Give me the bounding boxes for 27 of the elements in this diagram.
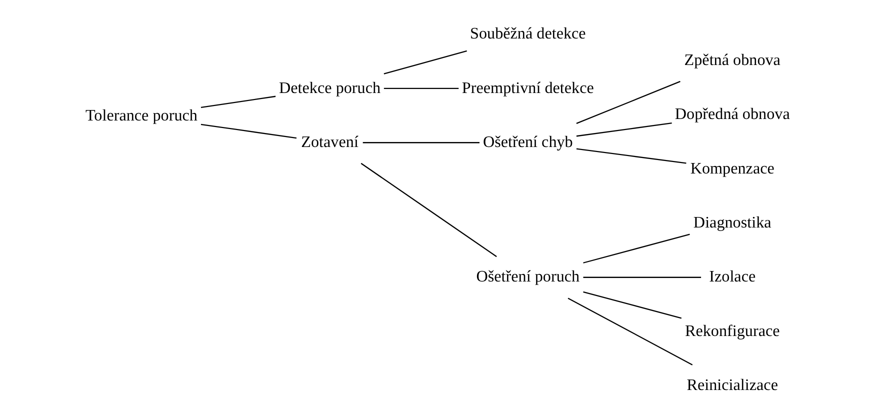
connector: [383, 87, 458, 89]
node-text: Detekce poruch: [278, 79, 380, 96]
connector: [567, 297, 692, 365]
node-text: Preemptivní detekce: [461, 79, 594, 96]
connector: [582, 290, 682, 318]
node-text: Izolace: [708, 268, 756, 286]
node-text: Dopředná obnova: [674, 106, 790, 123]
node-text: Rekonfigurace: [684, 322, 780, 340]
connector: [582, 233, 690, 263]
node-text: Diagnostika: [692, 214, 771, 232]
connector: [576, 122, 672, 136]
connector: [576, 80, 680, 124]
connector: [582, 276, 701, 278]
connector: [576, 148, 686, 164]
connector: [360, 162, 496, 257]
connector: [362, 142, 479, 143]
connector: [383, 50, 466, 74]
node-text: Kompenzace: [690, 160, 774, 177]
node-text: Zotavení: [300, 133, 358, 150]
connector: [200, 123, 296, 138]
node-text: Reinicializace: [686, 376, 778, 394]
node-text: Zpětná obnova: [684, 52, 780, 69]
node-text: Tolerance poruch: [84, 106, 197, 124]
node-text: Ošetření poruch: [476, 268, 580, 286]
node-text: Ošetření chyb: [482, 133, 572, 150]
connector: [200, 95, 276, 108]
node-text: Souběžná detekce: [470, 25, 586, 42]
